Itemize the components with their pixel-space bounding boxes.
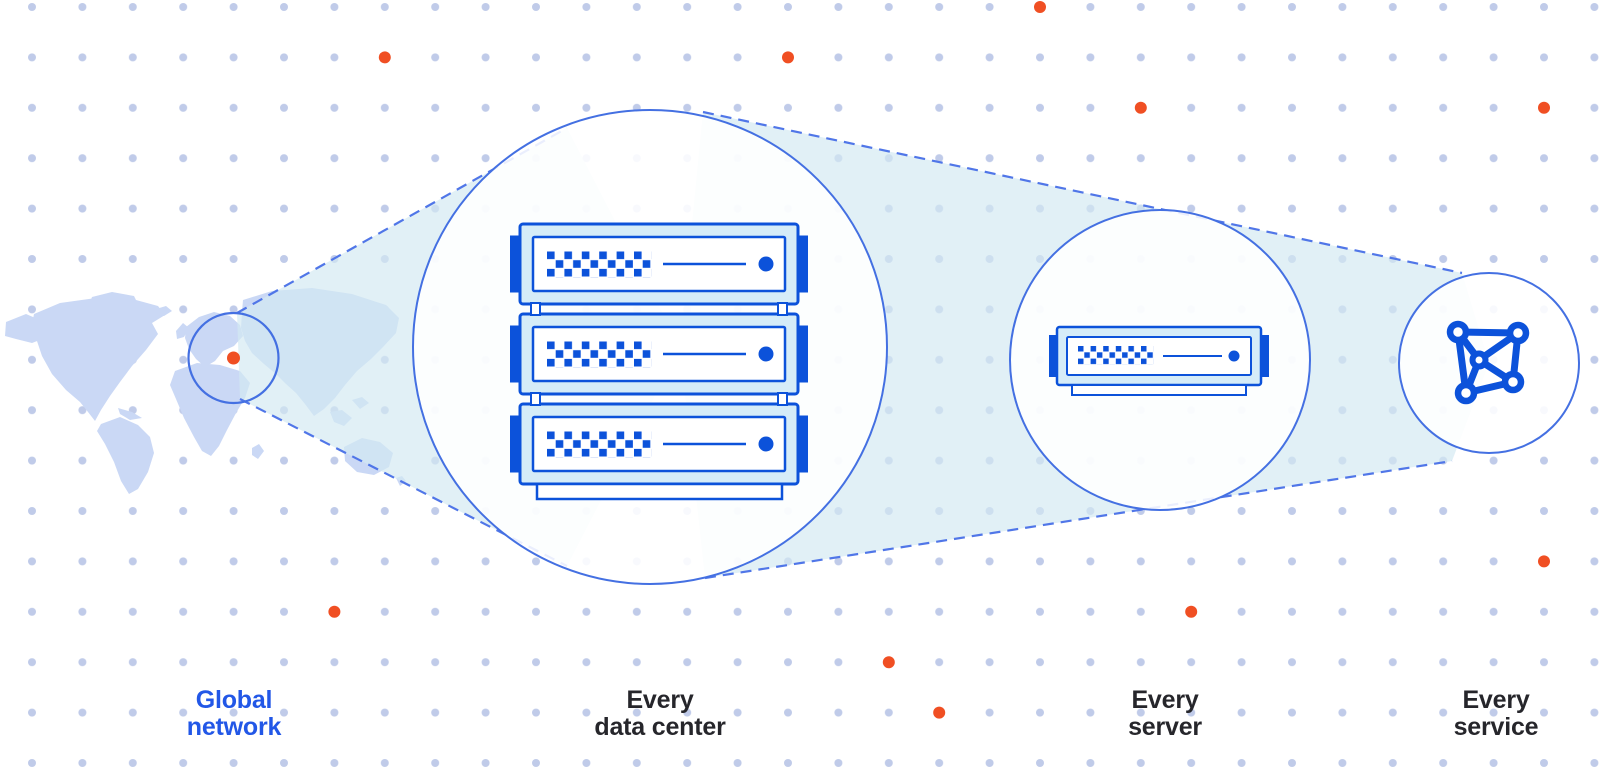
landmass-north-america [32,298,165,421]
map-location-marker [227,351,240,365]
landmass-africa [170,363,250,456]
orange-accent-dot [378,51,391,64]
orange-accent-dot [1538,101,1550,114]
mesh-node [1506,321,1530,345]
server-left-ear [1049,335,1057,377]
caption-every-service: Every service [1453,686,1539,741]
orange-accent-dot [1134,101,1147,114]
mesh-network-icon [1446,320,1530,405]
landmass-south-america [97,417,154,494]
server-pixel-display [1078,346,1154,365]
rack-base [535,482,784,501]
landmass-europe [185,312,243,367]
landmass-madagascar [252,444,264,459]
mesh-node [1501,370,1525,394]
global-network-highlight-circle [187,311,280,405]
caption-every-server: Every server [1128,686,1202,741]
server-led [758,256,774,272]
caption-global-network: Global network [186,686,282,741]
server-left-ear [510,235,521,293]
landmass-iceland [156,306,172,316]
orange-accent-dot [1538,555,1550,568]
server-rack-icon [508,222,810,501]
caption-every-data-center: Every data center [594,686,726,741]
server-unit [510,222,808,306]
orange-accent-dot [1185,605,1198,618]
server-unit-2 [508,312,810,396]
orange-accent-dot [933,706,946,719]
mesh-node [1446,320,1470,344]
landmass-uk [176,323,189,339]
landmass-caribbean [118,408,142,420]
orange-accent-dot [782,51,794,64]
server-right-ear [797,235,808,293]
dashed-line-bottom-right [704,459,1453,580]
server-unit-3 [508,402,810,486]
dashed-line-bottom-left [239,398,568,567]
server-right-ear [1261,335,1269,377]
server-led [1228,350,1240,362]
dashed-line-top-right [702,110,1463,275]
server-pixel-display [547,251,652,278]
rack-joints [530,302,788,406]
server-icon [1049,325,1269,396]
mesh-node [1454,381,1478,405]
orange-accent-dots [328,1,1550,719]
orange-accent-dot [1034,1,1046,13]
server-base [1071,384,1247,396]
mesh-node-center [1469,350,1489,370]
orange-accent-dot [882,656,895,669]
orange-accent-dot [328,605,341,618]
